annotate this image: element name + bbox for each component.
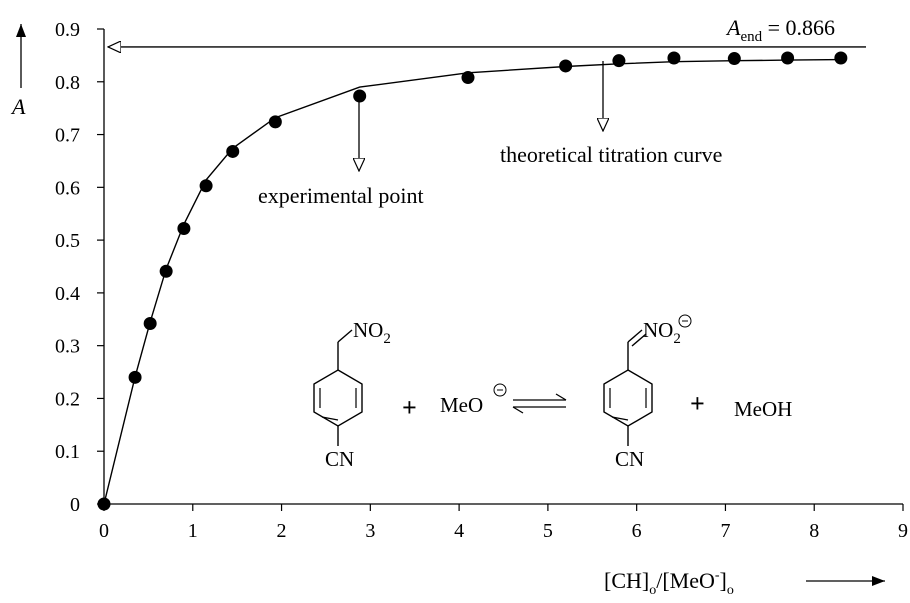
y-tick-label: 0.8 — [55, 72, 80, 94]
y-axis-label-group: A — [10, 24, 26, 119]
product-no2-sub: 2 — [673, 331, 681, 347]
x-axis-label-group: [CH]o/[MeO-]o — [604, 568, 885, 598]
y-tick-label: 0.3 — [55, 336, 80, 358]
x-tick-label: 0 — [99, 520, 109, 542]
x-tick-label: 5 — [543, 520, 553, 542]
x-label-sub-c: o — [727, 583, 734, 598]
equilibrium-arrow-icon — [512, 393, 567, 414]
experimental-point — [834, 51, 848, 65]
experimental-point — [461, 71, 475, 85]
x-tick-label: 8 — [809, 520, 819, 542]
x-tick-label: 1 — [188, 520, 198, 542]
asymptote-label-sub: end — [740, 29, 762, 45]
experimental-point — [226, 144, 240, 158]
y-axis-label: A — [10, 94, 26, 119]
y-tick-label: 0.4 — [55, 283, 80, 305]
product-ring-inner-bond — [611, 416, 629, 421]
product-double-bond — [631, 333, 647, 347]
methanol-label: MeOH — [734, 397, 792, 421]
experimental-point — [159, 264, 173, 278]
product-cn-label: CN — [615, 447, 644, 471]
reaction-scheme: NO2 CN + MeO NO2 — [313, 314, 792, 471]
reactant-ch2-no2-bond — [337, 329, 353, 343]
x-tick-label: 4 — [454, 520, 464, 542]
reactant-ring-inner-bond — [321, 416, 339, 421]
y-tick-label: 0.1 — [55, 441, 80, 463]
reactant-no2-sub: 2 — [383, 331, 391, 347]
reactant-no2-label: NO2 — [353, 318, 391, 347]
y-tick-label: 0.7 — [55, 125, 80, 147]
y-tick-label: 0.6 — [55, 177, 80, 199]
x-label-part-c: ] — [720, 568, 727, 593]
experimental-point — [727, 52, 741, 66]
tick-labels: 0 1 2 3 4 5 6 7 8 9 0 0.1 0.2 0.3 0.4 0.5 0.6 0.7 0.8 0.9 — [55, 19, 908, 542]
experimental-point — [353, 89, 367, 103]
annotation-experimental: experimental point — [258, 99, 424, 208]
product-structure: NO2 CN — [603, 314, 692, 471]
experimental-point — [268, 115, 282, 129]
plus-sign-1: + — [402, 393, 417, 422]
asymptote-label-symbol: A — [725, 15, 741, 40]
x-tick-label: 3 — [365, 520, 375, 542]
asymptote-label-value: = 0.866 — [762, 15, 835, 40]
annotation-theoretical: theoretical titration curve — [500, 61, 722, 167]
x-tick-label: 7 — [720, 520, 730, 542]
experimental-point — [559, 59, 573, 73]
x-label-part-a: [CH] — [604, 568, 649, 593]
axes — [103, 29, 903, 505]
asymptote-label: Aend = 0.866 — [725, 15, 835, 45]
product-charge-icon — [678, 314, 692, 328]
reactant-benzene-ring — [313, 369, 363, 427]
asymptote-group: Aend = 0.866 — [108, 15, 866, 47]
y-tick-label: 0.9 — [55, 19, 80, 41]
experimental-point — [143, 317, 157, 330]
ticks — [97, 28, 904, 511]
plus-sign-2: + — [690, 389, 705, 418]
product-benzene-ring — [603, 369, 653, 427]
theoretical-curve-line — [103, 58, 841, 505]
product-double-bond — [627, 329, 643, 343]
reactant-no2-text: NO — [353, 318, 383, 342]
x-tick-label: 6 — [632, 520, 642, 542]
product-no2-label: NO2 — [643, 318, 681, 347]
x-axis-label: [CH]o/[MeO-]o — [604, 568, 734, 598]
x-label-part-b: /[MeO — [656, 568, 715, 593]
experimental-points — [97, 51, 848, 511]
product-no2-text: NO — [643, 318, 673, 342]
x-tick-label: 2 — [277, 520, 287, 542]
experimental-point — [667, 51, 681, 65]
experimental-point-label: experimental point — [258, 183, 424, 208]
x-label-sup-b: - — [715, 568, 720, 583]
y-tick-label: 0.2 — [55, 388, 80, 410]
reactant-cn-label: CN — [325, 447, 354, 471]
x-tick-label: 9 — [898, 520, 908, 542]
methoxide-label: MeO — [440, 393, 483, 417]
x-label-sub-a: o — [649, 583, 656, 598]
experimental-point — [612, 54, 626, 68]
experimental-point — [97, 497, 111, 511]
theoretical-curve-label: theoretical titration curve — [500, 142, 722, 167]
experimental-point — [781, 51, 795, 65]
experimental-point — [199, 179, 213, 193]
methoxide-charge-icon — [493, 383, 507, 397]
y-tick-label: 0.5 — [55, 230, 80, 252]
experimental-point — [128, 370, 142, 384]
experimental-point — [177, 222, 191, 235]
reactant-structure: NO2 CN — [313, 318, 391, 471]
y-tick-label: 0 — [70, 494, 80, 516]
